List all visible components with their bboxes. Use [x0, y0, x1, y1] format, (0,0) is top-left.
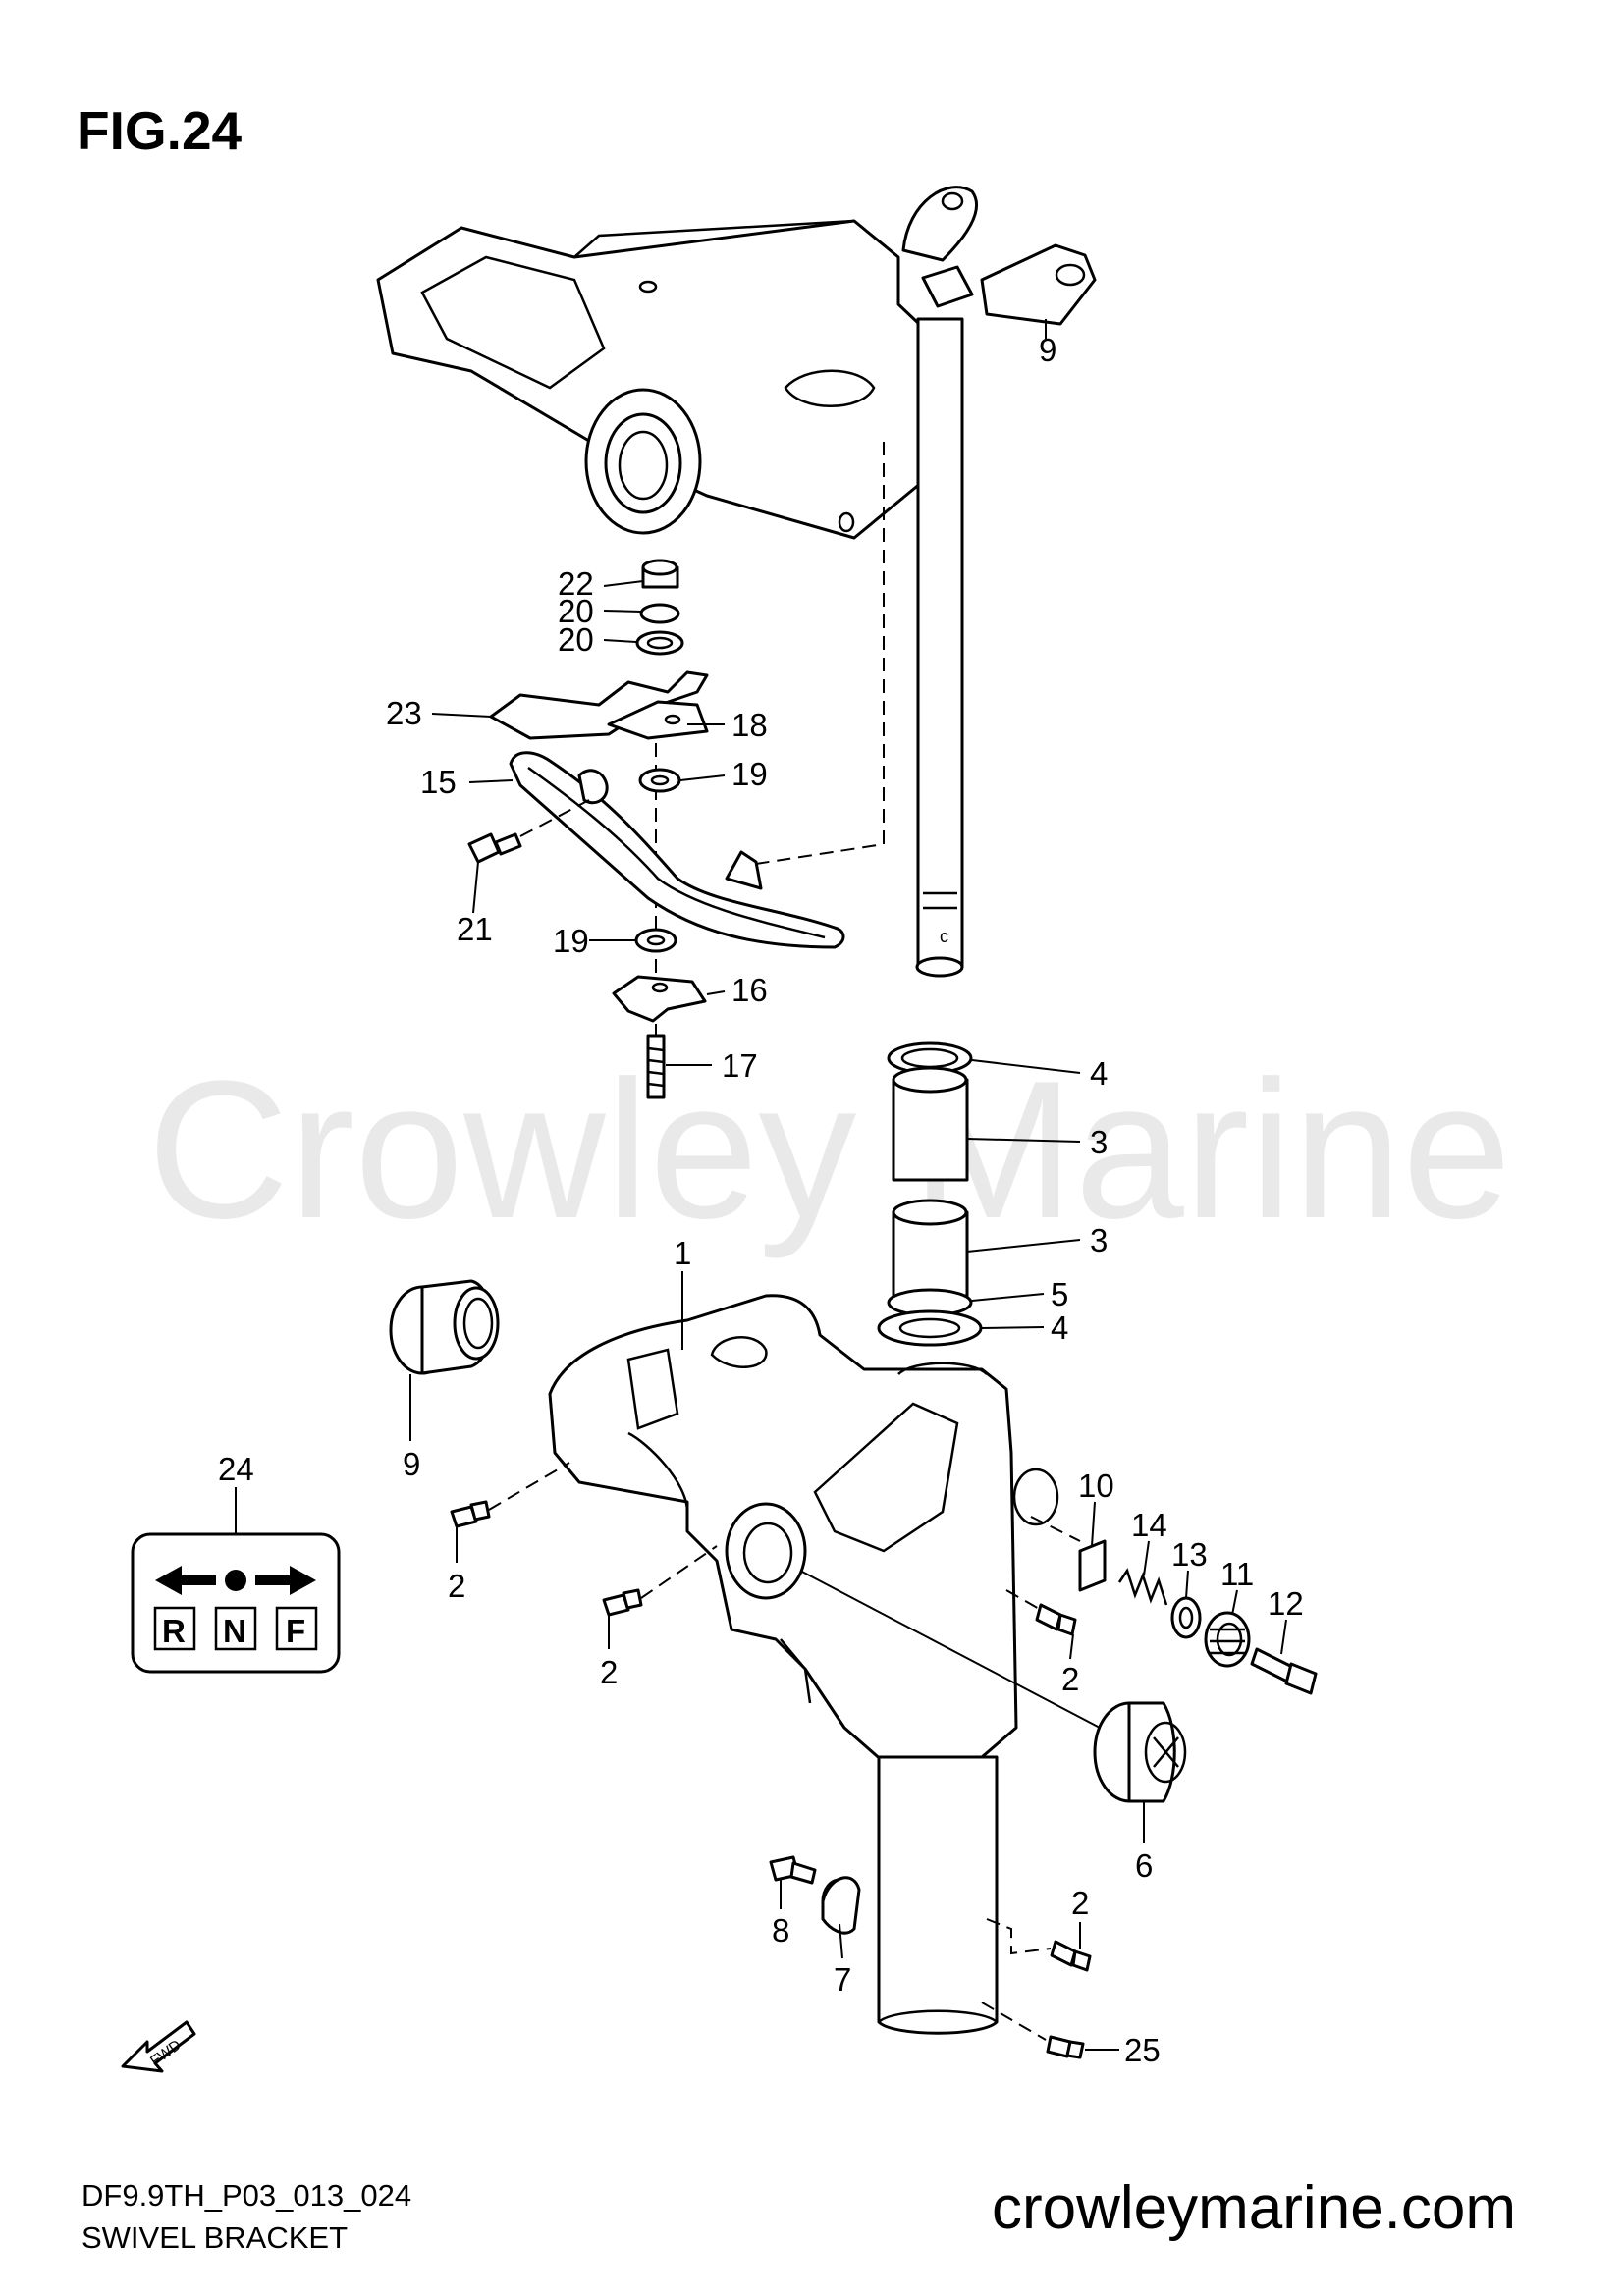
callout-3: 3 — [1090, 1222, 1108, 1258]
callout-20: 20 — [558, 621, 594, 658]
part-pin-10 — [1078, 1539, 1107, 1592]
part-plate-23 — [489, 670, 709, 740]
arrow-right-icon — [255, 1566, 316, 1595]
part-bolt-2a — [450, 1462, 570, 1528]
part-spacer-19b — [634, 928, 677, 953]
part-plate-16 — [612, 975, 707, 1023]
callout-19: 19 — [731, 756, 768, 792]
callout-11: 11 — [1220, 1556, 1254, 1592]
callout-5: 5 — [1051, 1276, 1068, 1312]
diagram-name: SWIVEL BRACKET — [81, 2220, 348, 2255]
part-bolt-2b — [602, 1545, 718, 1617]
callout-12: 12 — [1268, 1585, 1304, 1622]
callout-10: 10 — [1078, 1468, 1114, 1504]
part-plug-6 — [1093, 1701, 1187, 1803]
part-bushing-3b — [892, 1199, 969, 1298]
watermark: Crowley Marine — [147, 1041, 1511, 1259]
callout-2: 2 — [600, 1654, 618, 1690]
callout-15: 15 — [420, 764, 457, 800]
callout-23: 23 — [386, 695, 422, 731]
fwd-arrow-icon: FWD — [121, 2020, 196, 2073]
callouts: 9 22 20 20 23 18 15 19 21 19 16 17 4 3 3… — [218, 332, 1304, 2068]
legend-letter-r: R — [162, 1613, 186, 1649]
svg-text:c: c — [940, 927, 948, 946]
arrow-left-icon — [155, 1566, 216, 1595]
legend-plate-24: R N F — [131, 1532, 341, 1674]
callout-7: 7 — [834, 1961, 851, 1998]
callout-6: 6 — [1135, 1847, 1153, 1884]
part-throttle-arm-15 — [509, 751, 845, 949]
leader-lines — [235, 319, 1287, 2051]
legend-letter-n: N — [223, 1613, 246, 1649]
part-swivel-bracket-1 — [548, 1294, 1059, 1769]
part-bolt-2c — [1005, 1589, 1077, 1636]
website-url: crowleymarine.com — [992, 2174, 1516, 2242]
callout-16: 16 — [731, 972, 768, 1008]
part-washer-13 — [1170, 1596, 1202, 1639]
callout-9: 9 — [1039, 332, 1056, 368]
callout-2: 2 — [1071, 1885, 1089, 1921]
part-lock-washer-20 — [639, 603, 680, 624]
part-spacer-19a — [638, 768, 681, 793]
part-lower-tube — [877, 1755, 999, 2035]
part-plate-18 — [607, 700, 709, 740]
callout-3: 3 — [1090, 1124, 1108, 1160]
part-clamp-bracket-upper — [376, 186, 1097, 540]
callout-1: 1 — [674, 1235, 691, 1271]
legend-letter-f: F — [286, 1613, 305, 1649]
part-washer-4b — [877, 1309, 983, 1347]
part-bolt-12 — [1250, 1647, 1318, 1695]
diagram-code: DF9.9TH_P03_013_024 — [81, 2178, 411, 2213]
part-bolt-21 — [467, 799, 590, 864]
callout-4: 4 — [1090, 1055, 1108, 1092]
part-spring-14 — [1117, 1568, 1168, 1606]
callout-14: 14 — [1131, 1507, 1167, 1543]
part-washer-20 — [635, 630, 684, 656]
figure-title: FIG.24 — [77, 100, 243, 161]
callout-2: 2 — [1061, 1661, 1079, 1697]
callout-13: 13 — [1171, 1536, 1208, 1573]
part-stud-17 — [646, 1034, 666, 1099]
callout-8: 8 — [772, 1912, 789, 1949]
callout-19: 19 — [553, 923, 589, 959]
part-bolt-2d — [986, 1918, 1092, 1972]
neutral-dot-icon — [225, 1570, 246, 1591]
part-collar-7 — [821, 1876, 861, 1935]
callout-20: 20 — [558, 593, 594, 629]
callout-9: 9 — [403, 1446, 420, 1482]
part-bushing-3a — [892, 1066, 969, 1182]
callout-18: 18 — [731, 707, 768, 743]
callout-17: 17 — [722, 1047, 758, 1084]
callout-24: 24 — [218, 1451, 254, 1487]
part-nut-11 — [1204, 1611, 1251, 1668]
callout-25: 25 — [1124, 2032, 1161, 2068]
callout-21: 21 — [457, 911, 493, 947]
callout-22: 22 — [558, 565, 594, 602]
part-bolt-8 — [769, 1855, 817, 1885]
steering-shaft: c — [915, 317, 964, 978]
callout-2: 2 — [448, 1568, 465, 1604]
part-bolt-25 — [981, 2002, 1085, 2059]
part-bushing-9 — [389, 1279, 500, 1375]
part-nut-22 — [641, 559, 679, 589]
callout-4: 4 — [1051, 1309, 1068, 1346]
alignment-line — [755, 442, 885, 865]
